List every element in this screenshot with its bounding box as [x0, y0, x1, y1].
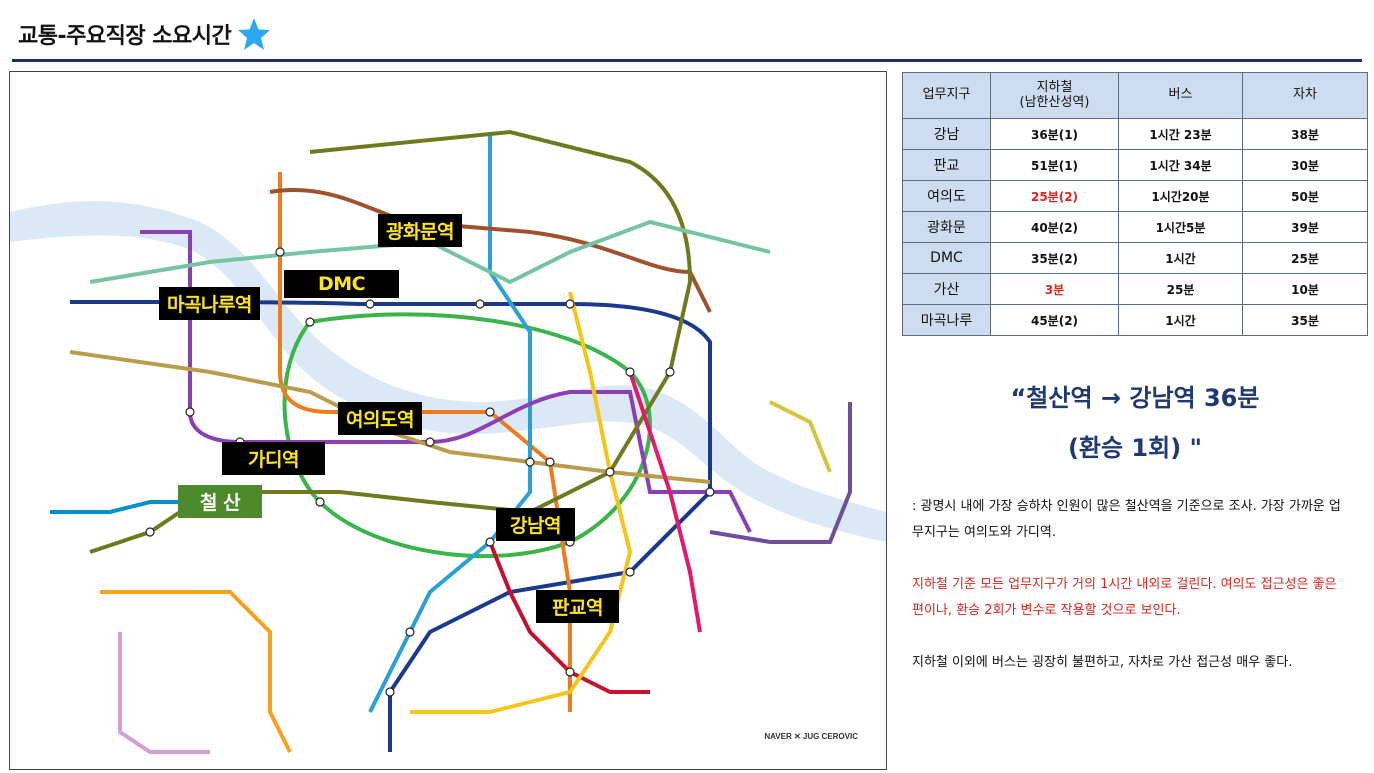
note-paragraph-1: : 광명시 내에 가장 승하차 인원이 많은 철산역을 기준으로 조사. 가장 …: [912, 499, 1341, 540]
cell-district: 판교: [902, 149, 991, 181]
header-subway: 지하철 (남한산성역): [990, 72, 1119, 119]
cell-subway: 40분(2): [990, 211, 1119, 243]
cell-bus: 25분: [1118, 273, 1243, 305]
map-label-gangnam: 강남역: [496, 508, 575, 541]
headline-line1: “철산역 → 강남역 36분: [1010, 384, 1260, 412]
cell-car: 30분: [1242, 149, 1368, 181]
page-title: 교통-주요직장 소요시간: [18, 24, 232, 49]
note-paragraph-3: 지하철 이외에 버스는 굉장히 불편하고, 자차로 가산 접근성 매우 좋다.: [912, 655, 1293, 670]
table-header-row: 업무지구 지하철 (남한산성역) 버스 자차: [902, 72, 1368, 119]
cell-bus: 1시간5분: [1118, 211, 1243, 243]
map-label-dmc: DMC: [284, 270, 400, 298]
subway-map: 광화문역 DMC 마곡나루역 여의도역 가디역 철 산 강남역 판교역 NAVE…: [9, 71, 887, 770]
cell-subway: 35분(2): [990, 242, 1119, 274]
cell-district: DMC: [902, 242, 991, 274]
title-bar: 교통-주요직장 소요시간: [18, 14, 271, 54]
cell-district: 가산: [902, 273, 991, 305]
cell-district: 여의도: [902, 180, 991, 212]
cell-bus: 1시간20분: [1118, 180, 1243, 212]
cell-subway: 45분(2): [990, 304, 1119, 336]
map-credit: NAVER ✕ JUG CEROVIC: [764, 732, 858, 741]
header-district: 업무지구: [902, 72, 991, 119]
cell-car: 39분: [1242, 211, 1368, 243]
map-label-magoknaru: 마곡나루역: [159, 287, 260, 320]
header-car: 자차: [1242, 72, 1368, 119]
cell-subway: 51분(1): [990, 149, 1119, 181]
cell-car: 10분: [1242, 273, 1368, 305]
cell-car: 38분: [1242, 118, 1368, 150]
cell-district: 마곡나루: [902, 304, 991, 336]
header-bus: 버스: [1118, 72, 1243, 119]
cell-car: 50분: [1242, 180, 1368, 212]
cell-bus: 1시간: [1118, 242, 1243, 274]
star-icon: [238, 18, 271, 50]
map-label-gwanghwamun: 광화문역: [378, 214, 462, 247]
note-paragraph-2: 지하철 기준 모든 업무지구가 거의 1시간 내외로 걸린다. 여의도 접근성은…: [912, 577, 1337, 618]
title-divider: [12, 59, 1362, 62]
cell-subway: 36분(1): [990, 118, 1119, 150]
subway-map-graphic: [10, 129, 886, 754]
map-label-pangyo: 판교역: [536, 590, 619, 623]
headline-line2: (환승 1회) ": [1067, 434, 1203, 462]
cell-subway: 25분(2): [990, 180, 1119, 212]
map-label-yeouido: 여의도역: [338, 402, 422, 435]
cell-car: 25분: [1242, 242, 1368, 274]
cell-bus: 1시간 34분: [1118, 149, 1243, 181]
cell-subway: 3분: [990, 273, 1119, 305]
cell-district: 강남: [902, 118, 991, 150]
cell-bus: 1시간 23분: [1118, 118, 1243, 150]
map-label-gasan: 가디역: [222, 442, 325, 475]
cell-district: 광화문: [902, 211, 991, 243]
cell-car: 35분: [1242, 304, 1368, 336]
map-label-cheolsan: 철 산: [178, 485, 263, 518]
cell-bus: 1시간: [1118, 304, 1243, 336]
